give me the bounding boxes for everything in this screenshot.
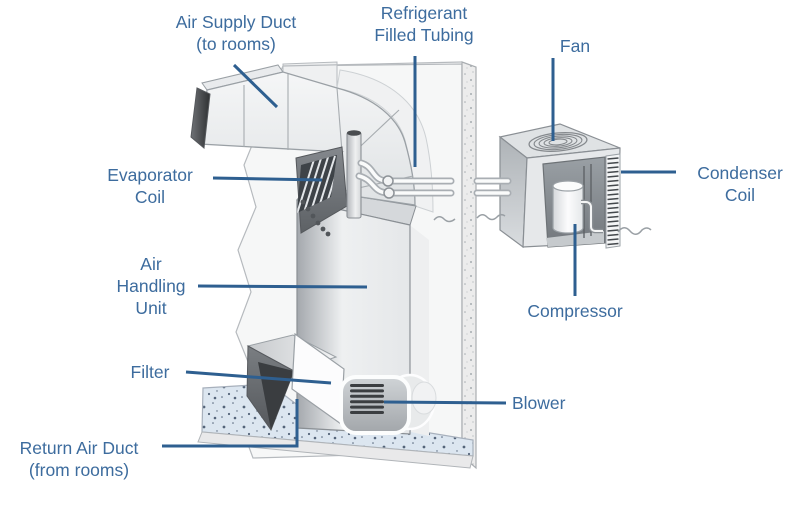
label-blower: Blower [512,392,566,414]
label-line: Filter [130,362,170,382]
label-line: Condenser [697,163,783,183]
condenser-coil-graphic [605,153,621,249]
label-line: Evaporator [107,165,193,185]
ground-line-left [433,216,456,223]
label-filter: Filter [131,361,170,383]
condenser-unit-graphic [433,123,652,249]
label-line: (from rooms) [28,460,130,480]
label-fan: Fan [560,35,590,57]
label-line: Compressor [527,301,623,321]
evaporator-coil-graphic [295,146,348,237]
leader-lines [162,56,676,448]
label-air-supply-duct: Air Supply Duct (to rooms) [176,11,297,55]
leader-return-air-duct [162,399,299,448]
label-evaporator-coil: Evaporator Coil [107,164,193,208]
leader-blower [383,400,507,405]
label-line: (to rooms) [196,34,276,54]
label-line: Refrigerant [380,3,468,23]
label-condenser-coil: Condenser Coil [697,162,783,206]
partition-wall [282,61,477,470]
label-line: Return Air Duct [19,438,139,458]
leader-evaporator-coil [212,176,323,182]
label-refrigerant-tubing: Refrigerant Filled Tubing [374,2,473,46]
blower-graphic [339,373,437,435]
duct-opening [190,87,211,149]
ground-line-right [617,227,652,235]
label-line: Handling [116,276,186,296]
label-line: Coil [134,187,166,207]
label-line: Fan [559,36,591,56]
leader-air-handling-unit [197,284,368,289]
label-line: Unit [135,298,167,318]
refrigerant-tubes-graphic [355,159,512,199]
label-compressor: Compressor [527,300,622,322]
label-line: Blower [512,393,566,413]
label-line: Coil [724,185,756,205]
label-air-handling-unit: Air Handling Unit [116,253,185,319]
label-return-air-duct: Return Air Duct (from rooms) [20,437,139,481]
label-line: Air [140,254,162,274]
leader-filter [185,370,332,385]
leader-air-supply-duct [232,63,279,109]
fan-icon [528,132,588,152]
label-line: Filled Tubing [374,25,474,45]
compressor-graphic [552,180,603,234]
ground-line-mid [476,213,506,221]
label-line: Air Supply Duct [175,12,297,32]
